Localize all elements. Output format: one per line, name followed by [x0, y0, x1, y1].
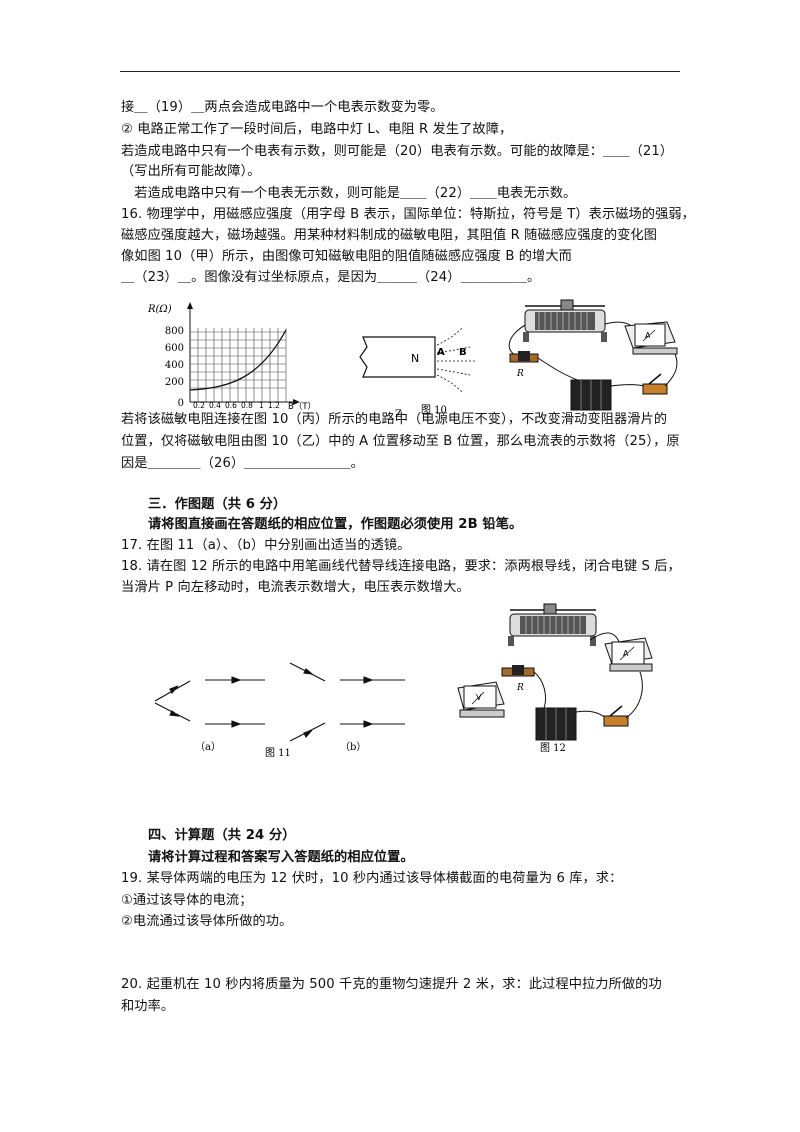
section-4-note: 请将计算过程和答案写入答题纸的相应位置。 — [148, 850, 414, 865]
point-a: A — [437, 347, 445, 358]
text-line: ② 电路正常工作了一段时间后，电路中灯 L、电阻 R 发生了故障， — [121, 122, 513, 137]
figure-11-caption: 图 11 — [265, 747, 291, 759]
battery — [535, 707, 577, 741]
rheostat — [508, 603, 597, 646]
ammeter: A — [604, 637, 653, 672]
svg-text:0.8: 0.8 — [241, 401, 253, 410]
text-line: 若造成电路中只有一个电表无示数，则可能是＿＿（22）＿＿电表无示数。 — [121, 186, 577, 201]
svg-text:0.2: 0.2 — [193, 401, 205, 410]
text-line: 位置，仅将磁敏电阻由图 10（乙）中的 A 位置移动至 B 位置，那么电流表的示… — [121, 434, 680, 449]
question-16: 16. 物理学中，用磁感应强度（用字母 B 表示，国际单位：特斯拉，符号是 T）… — [121, 207, 695, 222]
section-4-title: 四、计算题（共 24 分） — [148, 828, 296, 843]
svg-text:1.2: 1.2 — [268, 401, 280, 410]
text-line: （写出所有可能故障）。 — [121, 164, 261, 179]
switch — [642, 373, 668, 395]
text-line: 磁感应强度越大，磁场越强。用某种材料制成的磁敏电阻，其阻值 R 随磁感应强度的变… — [121, 228, 658, 243]
section-3-title: 三．作图题（共 6 分） — [148, 497, 287, 512]
switch — [603, 705, 629, 727]
figure-11-label-a: （a） — [195, 741, 221, 753]
text-line: 若造成电路中只有一个电表有示数，则可能是（20）电表有示数。可能的故障是：＿＿（… — [121, 144, 674, 159]
figure-11-label-b: （b） — [340, 741, 366, 753]
point-b: B — [459, 347, 467, 358]
svg-text:R: R — [516, 369, 524, 379]
resistor: R — [501, 665, 535, 693]
text-line: 当滑片 P 向左移动时，电流表示数增大，电压表示数增大。 — [121, 580, 470, 595]
question-18: 18. 请在图 12 所示的电路中用笔画线代替导线连接电路，要求：添两根导线，闭… — [121, 559, 681, 574]
question-19-part-1: ①通过该导体的电流； — [121, 893, 253, 908]
figure-12: A V R 图 12 — [457, 603, 653, 754]
figure-12-caption: 图 12 — [540, 742, 566, 754]
svg-text:A: A — [645, 331, 651, 340]
svg-text:B（T）: B（T） — [288, 401, 316, 412]
figure-11: （a） 图 11 （b） — [154, 662, 405, 759]
svg-text:0.4: 0.4 — [209, 401, 221, 410]
svg-text:1: 1 — [259, 401, 264, 410]
text-line: 接＿（19）＿两点会造成电路中一个电表示数变为零。 — [121, 100, 444, 115]
question-17: 17. 在图 11（a）、（b）中分别画出适当的透镜。 — [121, 538, 411, 553]
figure-10-circuit: A R — [508, 299, 678, 411]
text-line: ＿（23）＿。图像没有过坐标原点，是因为＿＿＿（24）＿＿＿＿＿。 — [121, 270, 541, 285]
svg-text:0.6: 0.6 — [225, 401, 237, 410]
question-19-part-2: ②电流通过该导体所做的功。 — [121, 914, 293, 929]
rheostat — [523, 299, 607, 342]
magnet-n-pole: N — [411, 352, 419, 365]
text-line: 因是＿＿＿＿（26）＿＿＿＿＿＿＿＿。 — [121, 456, 364, 471]
battery — [570, 379, 612, 411]
svg-text:0: 0 — [178, 398, 184, 409]
svg-text:A: A — [623, 649, 629, 658]
voltmeter: V — [457, 681, 505, 718]
sub-label: Z — [395, 409, 402, 420]
question-20: 20. 起重机在 10 秒内将质量为 500 千克的重物匀速提升 2 米，求：此… — [121, 977, 662, 992]
svg-text:R: R — [516, 683, 524, 693]
svg-text:600: 600 — [165, 343, 184, 354]
section-3-note: 请将图直接画在答题纸的相应位置，作图题必须使用 2B 铅笔。 — [148, 517, 523, 532]
svg-text:800: 800 — [165, 326, 184, 337]
graph-ylabel: R(Ω) — [147, 304, 172, 315]
svg-text:200: 200 — [165, 377, 184, 388]
svg-text:400: 400 — [165, 360, 184, 371]
header-rule — [120, 71, 680, 72]
question-19: 19. 某导体两端的电压为 12 伏时，10 秒内通过该导体横截面的电荷量为 6… — [121, 871, 623, 886]
text-line: 和功率。 — [121, 999, 175, 1014]
magnetoresistor: R — [509, 351, 539, 379]
text-line: 若将该磁敏电阻连接在图 10（丙）所示的电路中（电源电压不变），不改变滑动变阻器… — [121, 412, 668, 427]
ammeter: A — [624, 321, 678, 355]
text-line: 像如图 10（甲）所示，由图像可知磁敏电阻的阻值随磁感应强度 B 的增大而 — [121, 249, 572, 264]
figure-10-caption: 图 10 — [421, 404, 447, 416]
figure-10-magnet: N A B Z 图 10 — [359, 326, 475, 420]
figure-10-graph: R(Ω) 800 600 400 200 0 0.2 0.4 0.6 0.8 1… — [147, 302, 316, 412]
